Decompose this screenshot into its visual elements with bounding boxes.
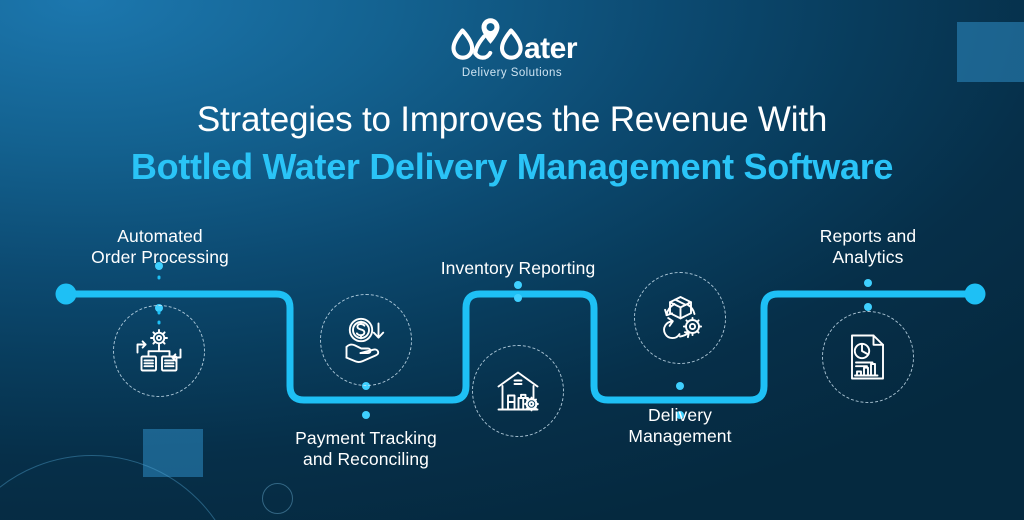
step-label-payment-tracking-and-reconciling: Payment Tracking and Reconciling <box>266 428 466 471</box>
connector-dot-1-top <box>155 262 163 270</box>
step-label-inventory-reporting: Inventory Reporting <box>418 258 618 279</box>
connector-dot-3-top <box>514 294 522 302</box>
step-label-line1: Automated <box>117 226 203 246</box>
flow-end-cap <box>964 283 986 305</box>
brand-logo: ater Delivery Solutions <box>0 14 1024 79</box>
step-icon-circle-payment-tracking-and-reconciling[interactable] <box>320 294 412 386</box>
dot-grid-top-right <box>957 22 1024 82</box>
step-label-delivery-management: Delivery Management <box>580 405 780 448</box>
box-arrows-gear-icon <box>663 296 703 340</box>
water-drop-w-pin-logo-icon: ater <box>451 18 578 65</box>
flow-line <box>62 290 979 404</box>
page-title-line1: Strategies to Improves the Revenue With <box>196 100 828 139</box>
step-label-line2: Order Processing <box>91 247 229 268</box>
page-title-line2: Bottled Water Delivery Management Softwa… <box>130 146 894 188</box>
connector-dot-3-label <box>514 281 522 289</box>
svg-text:ater: ater <box>524 32 578 65</box>
connector-dot-2-bottom <box>362 411 370 419</box>
connector-dot-5-bottom <box>864 303 872 311</box>
step-icon-circle-inventory-reporting[interactable] <box>472 345 564 437</box>
step-icon-circle-automated-order-processing[interactable] <box>113 305 205 397</box>
warehouse-boxes-gear-icon <box>497 371 539 412</box>
heading-block: Strategies to Improves the Revenue With … <box>0 100 1024 188</box>
flow-start-cap <box>55 283 77 305</box>
step-label-automated-order-processing: Automated Order Processing <box>60 226 260 269</box>
connector-dot-4-top <box>676 382 684 390</box>
gear-documents-icon <box>136 329 182 372</box>
decorative-small-ring <box>262 483 293 514</box>
step-label-reports-and-analytics: Reports and Analytics <box>768 226 968 269</box>
step-label-line1: Inventory Reporting <box>440 258 596 278</box>
connector-dot-5-top <box>864 279 872 287</box>
step-label-line1: Delivery <box>647 405 712 425</box>
step-label-line2: Analytics <box>832 247 904 268</box>
step-icon-circle-delivery-management[interactable] <box>634 272 726 364</box>
hand-coin-icon <box>345 317 385 363</box>
step-label-line1: Reports and <box>819 226 917 246</box>
step-label-line2: Management <box>628 426 732 447</box>
report-chart-document-icon <box>851 334 884 380</box>
step-label-line1: Payment Tracking <box>295 428 437 448</box>
connector-dot-4-bottom <box>676 411 684 419</box>
step-icon-circle-reports-and-analytics[interactable] <box>822 311 914 403</box>
brand-tagline: Delivery Solutions <box>461 67 563 79</box>
step-label-line2: and Reconciling <box>302 449 430 470</box>
